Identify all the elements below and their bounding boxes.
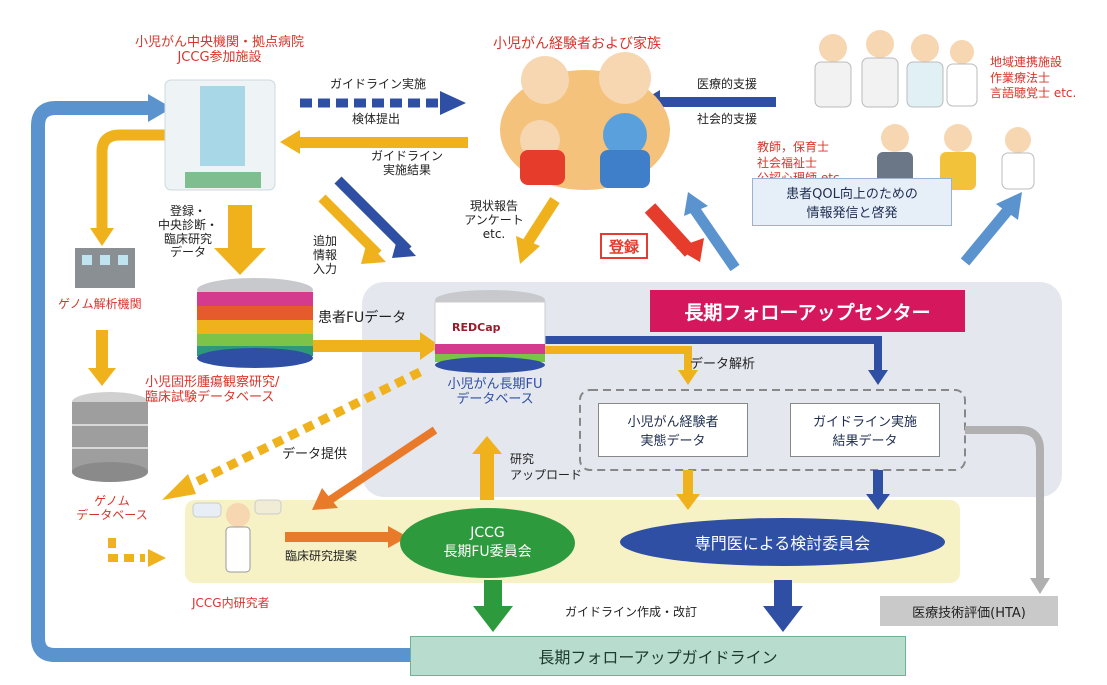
solid-tumor-db-label: 小児固形腫瘍観察研究/臨床試験データベース: [145, 375, 280, 405]
guideline-impl-label: ガイドライン実施: [330, 77, 427, 91]
redcap-db-icon: [434, 290, 546, 373]
fu-center-banner: 長期フォローアップセンター: [650, 290, 965, 332]
genome-building-icon: [75, 248, 135, 288]
medical-staff-illustration: [814, 30, 978, 108]
family-illustration: [500, 52, 670, 190]
data-provide-label: データ提供: [282, 447, 348, 462]
feedback-loop-arrow: [31, 101, 410, 662]
qol-info-box: 患者QOL向上のための情報発信と啓発: [752, 178, 952, 226]
genome-db-label: ゲノムデータベース: [76, 494, 148, 522]
fu-guideline-banner: 長期フォローアップガイドライン: [410, 636, 906, 676]
data-analysis-label: データ解析: [690, 357, 756, 372]
hospital-building-icon: [164, 79, 276, 191]
genome-db-icon: [72, 392, 148, 482]
specimen-submit-label: 検体提出: [352, 112, 401, 126]
research-upload-label: 研究アップロード: [510, 452, 583, 482]
family-label: 小児がん経験者および家族: [493, 36, 661, 52]
additional-info-label: 追加情報入力: [312, 234, 337, 276]
researcher-illustration: [192, 499, 282, 573]
registration-badge: 登録: [600, 233, 648, 259]
solid-tumor-db-icon: [197, 278, 313, 368]
genome-org-label: ゲノム解析機関: [58, 297, 142, 311]
researcher-label: JCCG内研究者: [192, 596, 270, 610]
regional-facility-label: 地域連携施設作業療法士言語聴覚士 etc.: [990, 55, 1077, 101]
survivor-data-box: 小児がん経験者実態データ: [598, 403, 748, 457]
guideline-result-label: ガイドライン実施結果: [370, 149, 443, 177]
patient-fu-data-label: 患者FUデータ: [318, 310, 407, 326]
expert-committee: 専門医による検討委員会: [620, 518, 945, 566]
redcap-logo: REDCap: [452, 321, 501, 334]
feedback-loop-arrowhead: [148, 94, 172, 122]
hta-box: 医療技術評価(HTA): [880, 596, 1058, 626]
guideline-revise-label: ガイドライン作成・改訂: [565, 605, 698, 619]
social-support-label: 社会的支援: [697, 112, 758, 126]
clinical-proposal-label: 臨床研究提案: [285, 549, 358, 563]
guideline-data-box: ガイドライン実施結果データ: [790, 403, 940, 457]
medical-support-label: 医療的支援: [697, 77, 758, 91]
registration-data-label: 登録・中央診断・臨床研究データ: [157, 204, 218, 260]
